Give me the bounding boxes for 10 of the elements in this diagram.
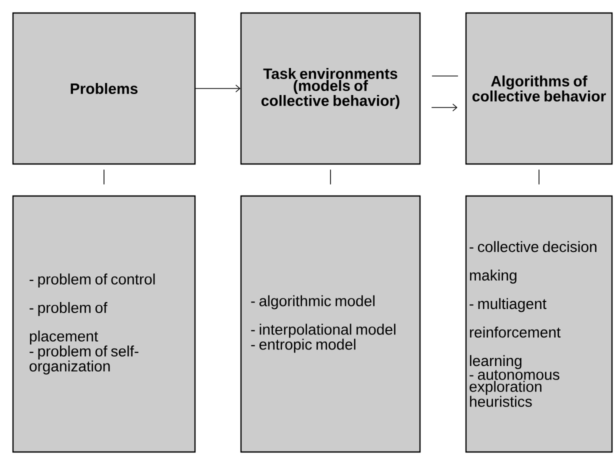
arrow [431, 104, 458, 112]
list-box: - algorithmic model - interpolational model - entropic model [240, 195, 421, 453]
list-box: - collective decision making - multiagent reinforcement learning - autonomous exploration heuristics [465, 195, 613, 453]
title-box: Task environments (models of collective behavior) [240, 12, 421, 165]
list-box: - problem of control - problem of placement - problem of self-organization [12, 195, 196, 453]
connector-line [330, 169, 331, 185]
title-box: Algorithms of collective behavior [465, 12, 613, 165]
title-box: Problems [12, 12, 196, 165]
connector-line [538, 169, 540, 185]
arrow [195, 84, 240, 92]
